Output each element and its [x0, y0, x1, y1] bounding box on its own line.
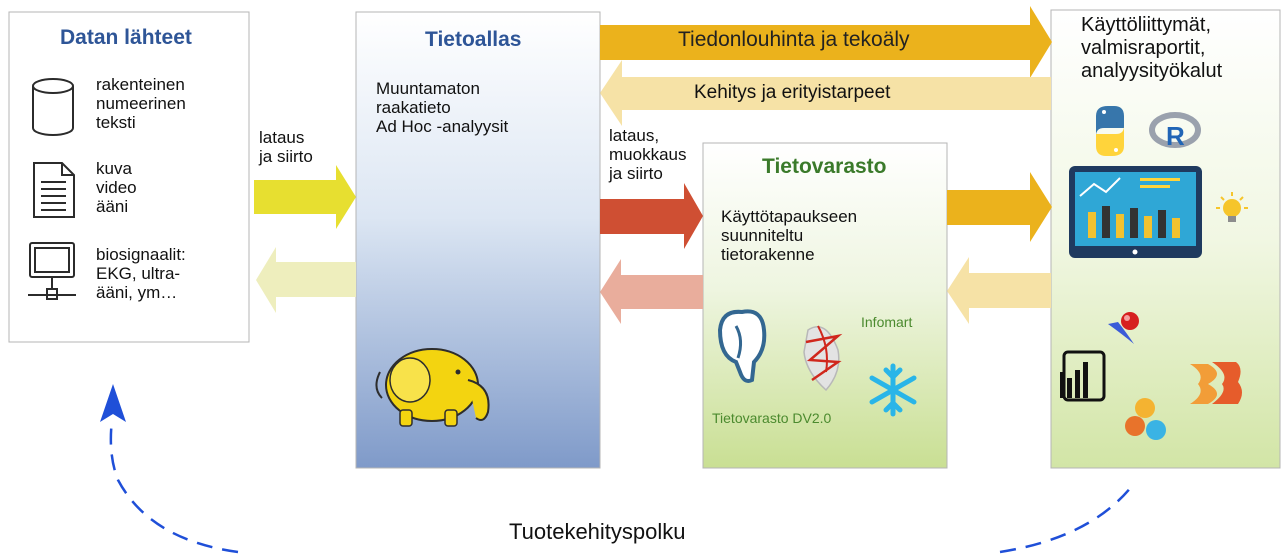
- load-arrow-right: [254, 165, 356, 229]
- return-arrow-left: [256, 247, 356, 313]
- warehouse-text: Käyttötapaukseen suunniteltu tietorakenn…: [721, 207, 858, 265]
- dashboard-icon: [1069, 166, 1202, 258]
- hadoop-elephant-icon: [375, 348, 490, 427]
- to-tools-arrow: [947, 172, 1052, 242]
- sources-item-media: kuva video ääni: [96, 159, 137, 217]
- sql-server-icon: [803, 325, 843, 392]
- sources-title: Datan lähteet: [60, 26, 192, 49]
- lake-text: Muuntamaton raakatieto Ad Hoc -analyysit: [376, 79, 509, 137]
- return-arrow-red-left: [600, 259, 703, 324]
- path-arrowhead: [100, 384, 126, 422]
- mining-label: Tiedonlouhinta ja tekoäly: [678, 28, 910, 51]
- load-transfer-label: lataus ja siirto: [259, 128, 313, 167]
- dots-logo-icon: [1125, 398, 1166, 440]
- development-arrow: [600, 60, 1051, 126]
- load-edit-transfer-label: lataus, muokkaus ja siirto: [609, 126, 687, 184]
- warehouse-title: Tietovarasto: [762, 155, 887, 178]
- development-label: Kehitys ja erityistarpeet: [694, 82, 891, 103]
- lake-title: Tietoallas: [425, 28, 522, 51]
- from-tools-arrow: [947, 257, 1051, 324]
- python-icon: [1096, 106, 1124, 156]
- snowflake-icon: [869, 363, 917, 417]
- warehouse-box: [702, 142, 948, 469]
- postgresql-elephant-icon: [717, 309, 767, 383]
- sources-box: [8, 11, 250, 343]
- r-icon: R: [1149, 112, 1201, 151]
- sources-item-biosignals: biosignaalit: EKG, ultra- ääni, ym…: [96, 245, 186, 303]
- database-icon: [32, 78, 74, 136]
- sources-item-structured: rakenteinen numeerinen teksti: [96, 75, 186, 133]
- tools-title: Käyttöliittymät, valmisraportit, analyys…: [1081, 14, 1223, 82]
- powerbi-icon: [1060, 350, 1106, 402]
- infomart-label: Infomart: [861, 314, 913, 330]
- dv-label: Tietovarasto DV2.0: [712, 410, 832, 426]
- d3-icon: [1190, 362, 1242, 404]
- svg-text:R: R: [1166, 121, 1185, 151]
- load-edit-arrow-right: [600, 183, 703, 249]
- path-label: Tuotekehityspolku: [509, 519, 686, 544]
- computer-network-icon: [28, 242, 76, 300]
- document-icon: [33, 162, 75, 218]
- product-dev-path: [109, 419, 1133, 554]
- pin-icon: [1108, 312, 1139, 344]
- mining-arrow: [600, 6, 1052, 78]
- lightbulb-icon: [1216, 192, 1248, 222]
